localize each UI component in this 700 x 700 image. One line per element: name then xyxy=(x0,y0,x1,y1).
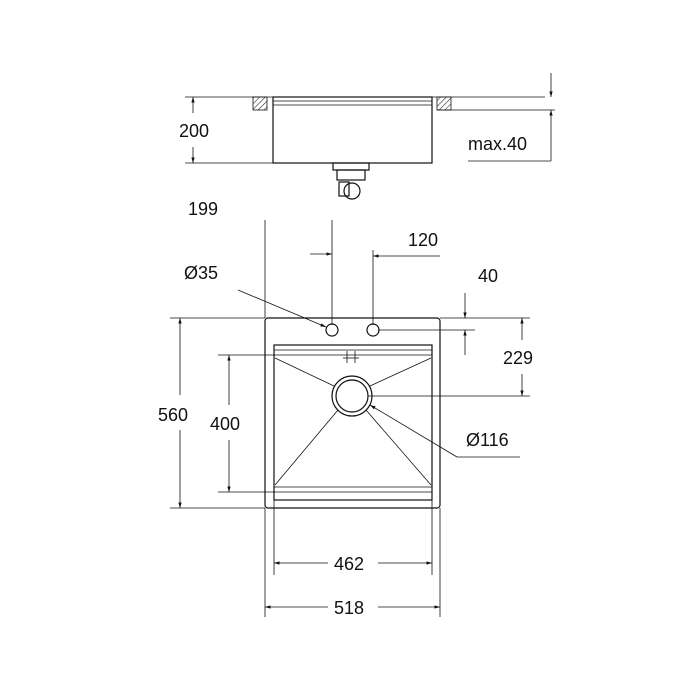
dim-overall-depth: 560 xyxy=(158,405,188,425)
drain-inner xyxy=(335,379,369,413)
side-view: 200 max.40 xyxy=(179,73,555,200)
plan-view: 199 120 Ø35 40 229 560 400 Ø116 xyxy=(158,199,533,618)
dim-max-counter: max.40 xyxy=(468,134,527,154)
dim-bowl-width: 462 xyxy=(334,554,364,574)
tap-hole-2 xyxy=(366,323,380,337)
drain-fitting xyxy=(332,162,370,200)
tap-hole-1 xyxy=(325,323,339,337)
dim-hole-inset: 40 xyxy=(478,266,498,286)
dim-drain-offset: 229 xyxy=(503,348,533,368)
dim-hole-diameter: Ø35 xyxy=(184,263,218,283)
dim-hole1-offset: 199 xyxy=(188,199,218,219)
dim-hole-spacing: 120 xyxy=(408,230,438,250)
dim-drain-diameter: Ø116 xyxy=(466,430,509,450)
countertop-section-left xyxy=(252,96,268,111)
dim-depth: 200 xyxy=(179,121,209,141)
countertop-section-right xyxy=(436,96,452,111)
dim-overall-width: 518 xyxy=(334,598,364,618)
dim-bowl-depth: 400 xyxy=(210,414,240,434)
